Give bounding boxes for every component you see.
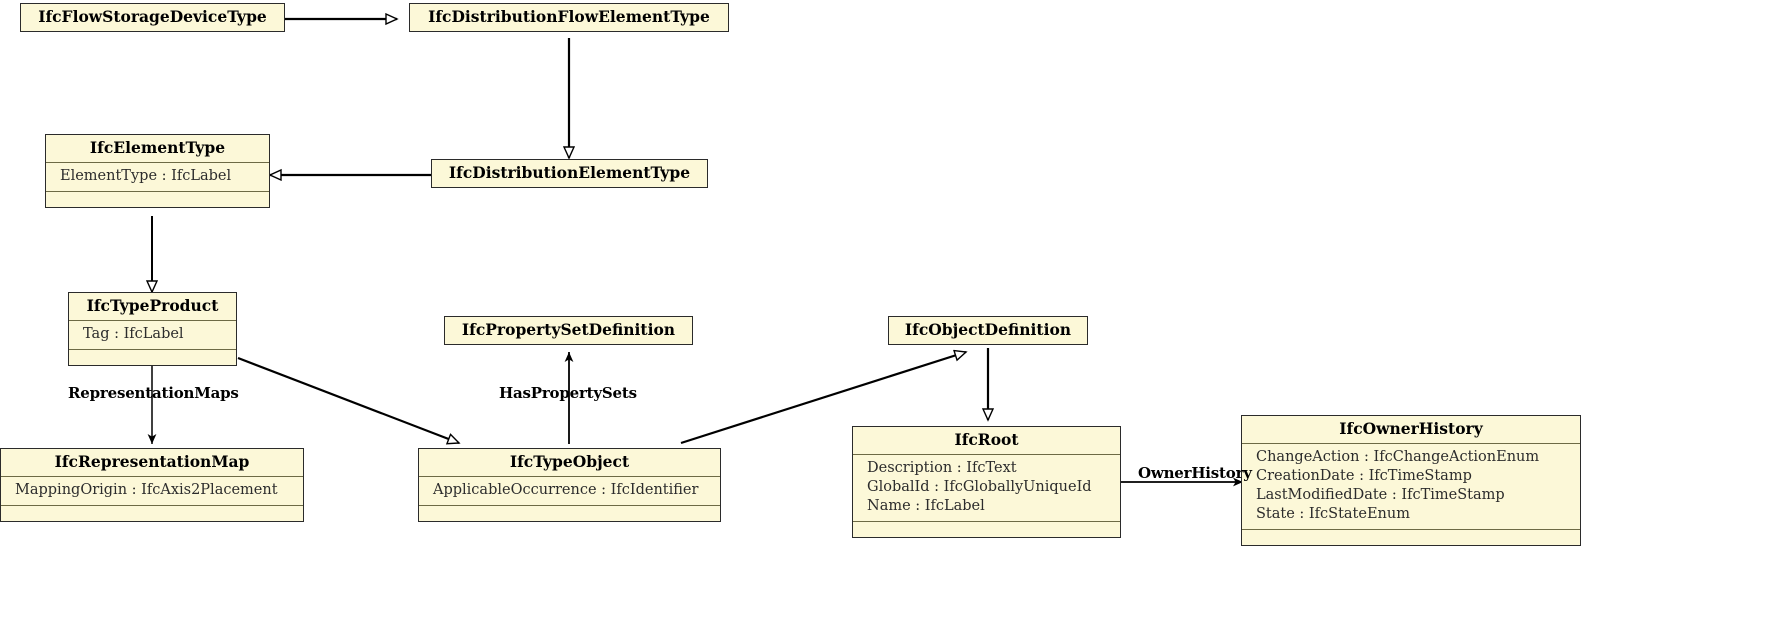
attribute-row: GlobalId : IfcGloballyUniqueId [867, 479, 1092, 496]
compartment-separator [853, 520, 1120, 522]
class-title-ifc-distribution-flow-element-type: IfcDistributionFlowElementType [428, 7, 710, 26]
attribute-row: Name : IfcLabel [867, 497, 985, 514]
class-title-ifc-flow-storage-device-type: IfcFlowStorageDeviceType [38, 7, 267, 26]
class-title-ifc-element-type: IfcElementType [89, 138, 226, 157]
attribute-row: ApplicableOccurrence : IfcIdentifier [433, 482, 699, 499]
class-attributes-ifc-representation-map: MappingOrigin : IfcAxis2Placement [1, 477, 303, 505]
class-title-ifc-property-set-definition: IfcPropertySetDefinition [461, 320, 676, 339]
edge-label-representation-maps: RepresentationMaps [68, 384, 239, 402]
class-title-ifc-owner-history: IfcOwnerHistory [1339, 419, 1483, 438]
compartment-separator [419, 505, 720, 507]
attribute-row: ChangeAction : IfcChangeActionEnum [1256, 449, 1540, 466]
compartment-separator [1, 505, 303, 507]
operations-compartment [853, 522, 1120, 537]
class-title-ifc-type-product: IfcTypeProduct [86, 296, 219, 315]
class-title-ifc-type-object: IfcTypeObject [509, 452, 630, 471]
compartment-separator [419, 476, 720, 478]
edge-label-has-property-sets: HasPropertySets [499, 384, 637, 402]
attribute-row: Description : IfcText [867, 460, 1017, 477]
compartment-separator [46, 162, 269, 164]
class-attributes-ifc-type-product: Tag : IfcLabel [69, 321, 236, 349]
class-box-ifc-representation-map[interactable]: IfcRepresentationMap MappingOrigin : Ifc… [0, 448, 304, 523]
compartment-separator [853, 454, 1120, 456]
class-box-ifc-object-definition[interactable]: IfcObjectDefinition [888, 316, 1088, 346]
compartment-separator [69, 349, 236, 351]
class-box-ifc-element-type[interactable]: IfcElementType ElementType : IfcLabel [45, 134, 270, 209]
class-attributes-ifc-element-type: ElementType : IfcLabel [46, 163, 269, 191]
class-attributes-ifc-owner-history: ChangeAction : IfcChangeActionEnum Creat… [1242, 444, 1580, 528]
attribute-row: LastModifiedDate : IfcTimeStamp [1256, 486, 1505, 503]
operations-compartment [1, 506, 303, 521]
class-box-ifc-flow-storage-device-type[interactable]: IfcFlowStorageDeviceType [20, 3, 285, 33]
attribute-row: State : IfcStateEnum [1256, 505, 1410, 522]
class-title-ifc-distribution-element-type: IfcDistributionElementType [448, 163, 691, 182]
attribute-row: MappingOrigin : IfcAxis2Placement [15, 482, 278, 499]
compartment-separator [1242, 443, 1580, 445]
attribute-row: Tag : IfcLabel [83, 326, 184, 343]
operations-compartment [419, 506, 720, 521]
edge-label-owner-history: OwnerHistory [1138, 464, 1252, 482]
class-attributes-ifc-type-object: ApplicableOccurrence : IfcIdentifier [419, 477, 720, 505]
class-box-ifc-type-product[interactable]: IfcTypeProduct Tag : IfcLabel [68, 292, 237, 367]
class-attributes-ifc-root: Description : IfcText GlobalId : IfcGlob… [853, 455, 1120, 521]
compartment-separator [69, 320, 236, 322]
attribute-row: ElementType : IfcLabel [60, 168, 232, 185]
class-title-ifc-object-definition: IfcObjectDefinition [904, 320, 1072, 339]
compartment-separator [46, 191, 269, 193]
class-box-ifc-distribution-element-type[interactable]: IfcDistributionElementType [431, 159, 708, 189]
class-title-ifc-representation-map: IfcRepresentationMap [54, 452, 250, 471]
class-box-ifc-distribution-flow-element-type[interactable]: IfcDistributionFlowElementType [409, 3, 729, 33]
attribute-row: CreationDate : IfcTimeStamp [1256, 468, 1472, 485]
class-title-ifc-root: IfcRoot [954, 430, 1019, 449]
compartment-separator [1242, 528, 1580, 530]
class-box-ifc-root[interactable]: IfcRoot Description : IfcText GlobalId :… [852, 426, 1121, 538]
operations-compartment [69, 350, 236, 365]
edge-typeproduct-to-typeobject [237, 356, 459, 443]
class-box-ifc-owner-history[interactable]: IfcOwnerHistory ChangeAction : IfcChange… [1241, 415, 1581, 546]
compartment-separator [1, 476, 303, 478]
class-box-ifc-type-object[interactable]: IfcTypeObject ApplicableOccurrence : Ifc… [418, 448, 721, 523]
operations-compartment [46, 192, 269, 207]
class-box-ifc-property-set-definition[interactable]: IfcPropertySetDefinition [444, 316, 693, 346]
operations-compartment [1242, 530, 1580, 545]
